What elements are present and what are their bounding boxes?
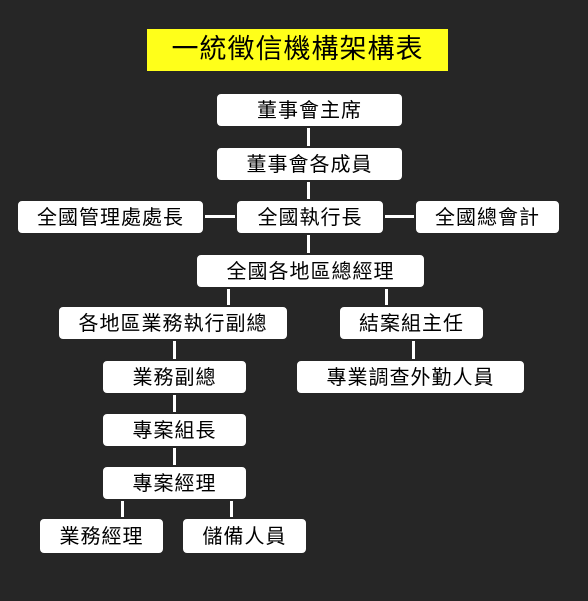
connector-ceo-gm — [307, 233, 310, 255]
connector-gm-closing — [385, 287, 388, 307]
connector-teamlead-pm — [173, 446, 176, 467]
node-field-investigator: 專業調查外勤人員 — [295, 359, 526, 395]
node-chairman: 董事會主席 — [215, 92, 404, 128]
node-national-admin-head: 全國管理處處長 — [16, 199, 205, 235]
node-project-manager: 專案經理 — [101, 465, 248, 501]
node-business-manager: 業務經理 — [38, 517, 165, 555]
node-business-vp: 業務副總 — [101, 359, 248, 395]
node-board-members: 董事會各成員 — [215, 146, 404, 182]
node-project-team-lead: 專案組長 — [101, 412, 248, 448]
connector-deputy-vp — [173, 339, 176, 361]
node-case-closing-head: 結案組主任 — [338, 305, 485, 341]
connector-pm-bizmgr — [121, 499, 124, 519]
connector-chairman-board — [307, 126, 310, 148]
connector-gm-deputy — [227, 287, 230, 307]
node-national-ceo: 全國執行長 — [235, 199, 385, 235]
connector-admin-ceo — [203, 215, 237, 218]
node-regional-deputy-gm: 各地區業務執行副總 — [57, 305, 289, 341]
connector-board-ceo — [307, 180, 310, 202]
node-national-gm: 全國各地區總經理 — [195, 253, 426, 289]
connector-pm-reserve — [230, 499, 233, 519]
chart-title: 一統徵信機構架構表 — [147, 29, 448, 71]
connector-closing-investigator — [412, 339, 415, 361]
connector-ceo-accounting — [383, 215, 417, 218]
node-national-accounting: 全國總會計 — [414, 199, 561, 235]
node-reserve-staff: 儲備人員 — [181, 517, 308, 555]
connector-vp-teamlead — [173, 393, 176, 415]
